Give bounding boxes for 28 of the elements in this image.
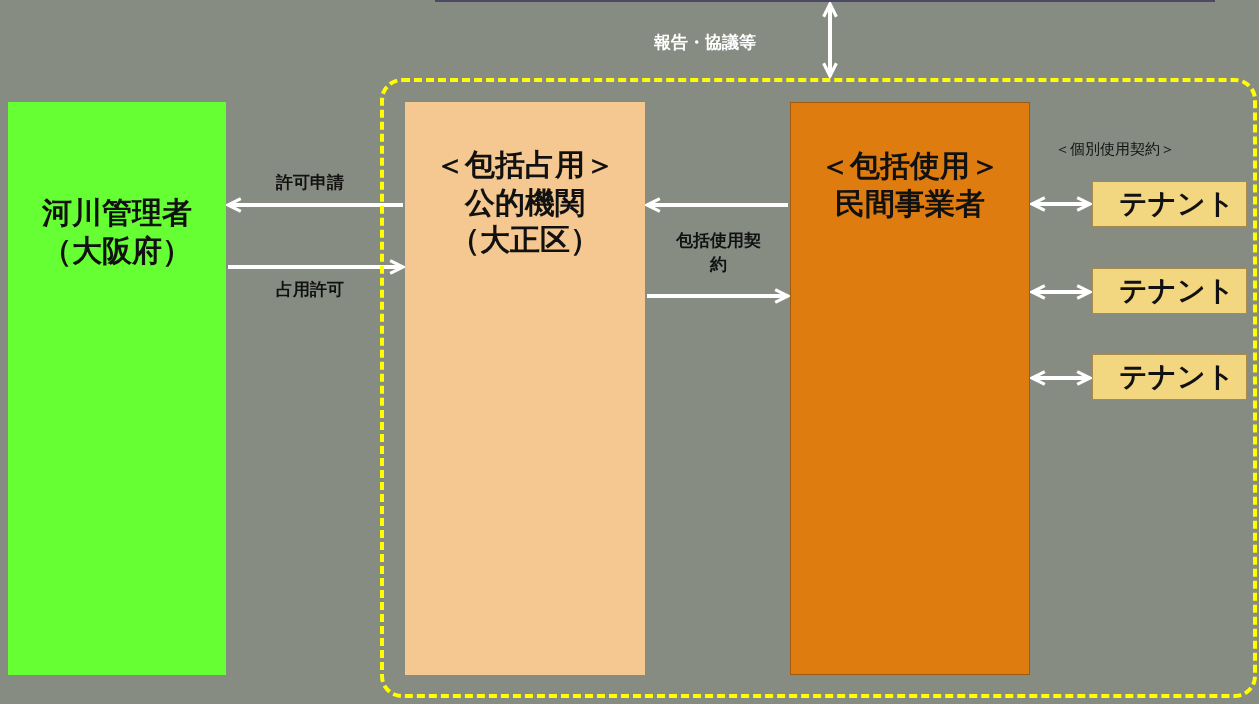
arrow — [1030, 196, 1092, 212]
box-label: 公的機関（大正区） — [449, 183, 601, 259]
organization-box — [790, 102, 1030, 675]
box-label: 河川管理者（大阪府） — [41, 194, 193, 269]
box-label: テナント — [1118, 186, 1236, 221]
arrow — [645, 197, 788, 213]
dashed-group-frame — [380, 78, 1257, 698]
tenant-box — [1092, 181, 1247, 227]
box-label: 民間事業者 — [834, 184, 986, 222]
tenant-box — [1092, 354, 1247, 400]
box-heading: ＜包括占用＞ — [434, 146, 616, 184]
box-label: テナント — [1118, 273, 1236, 308]
edge-label: 占用許可 — [275, 278, 345, 301]
arrow — [1030, 370, 1092, 386]
arrow — [647, 288, 790, 304]
edge-label: 許可申請 — [275, 171, 345, 194]
arrow — [226, 197, 403, 213]
box-label: テナント — [1118, 359, 1236, 394]
organization-box — [405, 102, 645, 675]
tenant-box — [1092, 268, 1247, 314]
edge-label: 報告・協議等 — [653, 31, 757, 54]
arrow — [1030, 284, 1092, 300]
edge-label: 包括使用契約 — [674, 229, 762, 276]
note-label: ＜個別使用契約＞ — [1055, 140, 1175, 159]
arrow — [822, 2, 838, 78]
organization-box — [8, 102, 226, 675]
arrow — [228, 259, 405, 275]
box-heading: ＜包括使用＞ — [819, 147, 1001, 185]
